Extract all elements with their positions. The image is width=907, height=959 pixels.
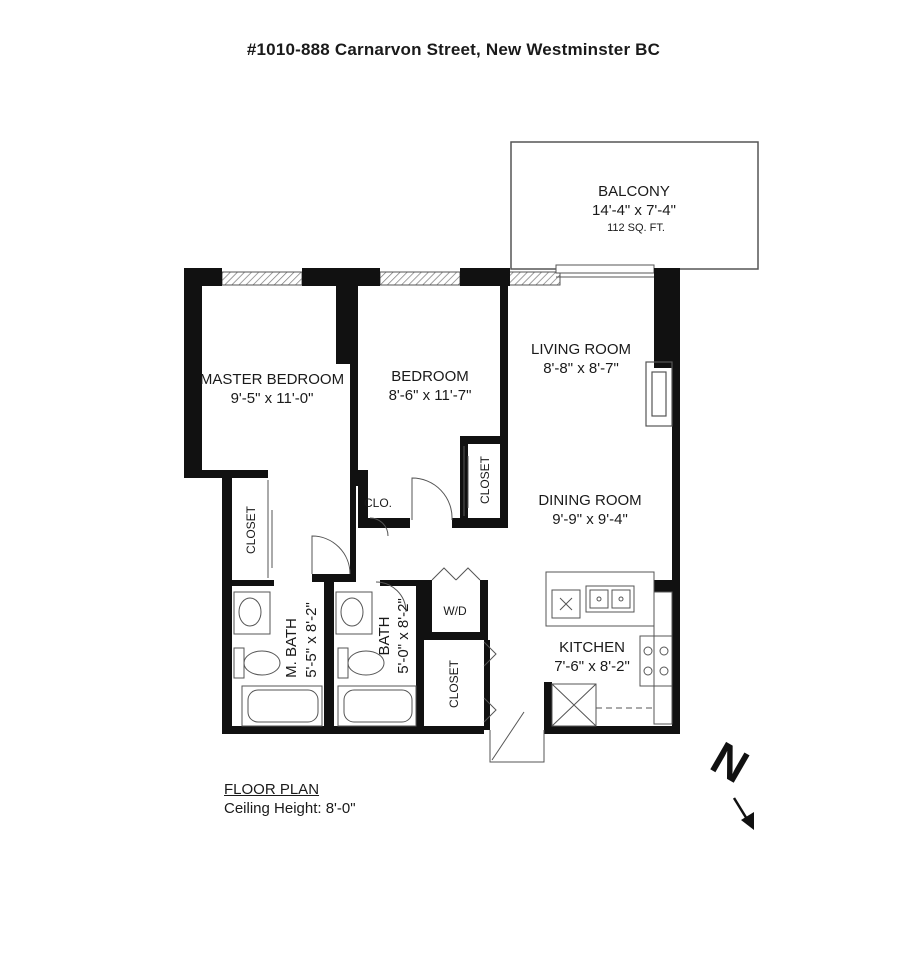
closet-bedroom-label: CLOSET (478, 455, 492, 504)
closet-master-label: CLOSET (244, 505, 258, 554)
balcony-name: BALCONY (598, 183, 670, 200)
fireplace (645, 361, 673, 427)
closet-hall-label: CLOSET (447, 659, 461, 708)
living-name: LIVING ROOM (531, 341, 631, 358)
master-dims: 9'-5" x 11'-0" (231, 390, 314, 407)
balcony-area: 112 SQ. FT. (607, 222, 665, 234)
north-letter: N (703, 731, 758, 793)
plan-title: #1010-888 Carnarvon Street, New Westmins… (246, 40, 661, 59)
mbath-dims: 5'-5" x 8'-2" (303, 602, 320, 678)
bath-dims: 5'-0" x 8'-2" (395, 598, 412, 674)
balcony-dims: 14'-4" x 7'-4" (592, 202, 676, 219)
ceiling-height: Ceiling Height: 8'-0" (224, 800, 356, 817)
window-living (507, 271, 561, 286)
sliding-door (555, 264, 655, 274)
master-name: MASTER BEDROOM (200, 371, 344, 388)
dining-dims: 9'-9" x 9'-4" (552, 511, 628, 528)
door-swings (311, 477, 545, 763)
kitchen-name: KITCHEN (559, 639, 625, 656)
bedroom-name: BEDROOM (391, 368, 469, 385)
dining-name: DINING ROOM (538, 492, 641, 509)
bath-name: BATH (376, 617, 393, 656)
floor-plan-label: FLOOR PLAN (224, 781, 320, 798)
wd-label: W/D (443, 604, 467, 618)
kitchen-dims: 7'-6" x 8'-2" (554, 658, 630, 675)
north-arrow-icon: N (703, 731, 758, 830)
mbath-name: M. BATH (283, 618, 300, 678)
living-dims: 8'-8" x 8'-7" (543, 360, 619, 377)
window-master (221, 271, 303, 286)
bath-fixtures (233, 591, 417, 727)
bedroom-dims: 8'-6" x 11'-7" (389, 387, 472, 404)
window-bedroom (379, 271, 461, 286)
kitchen-counters (545, 571, 673, 727)
walls (184, 268, 680, 734)
legend: FLOOR PLAN Ceiling Height: 8'-0" (224, 780, 356, 818)
clo-label: CLO. (364, 496, 392, 510)
